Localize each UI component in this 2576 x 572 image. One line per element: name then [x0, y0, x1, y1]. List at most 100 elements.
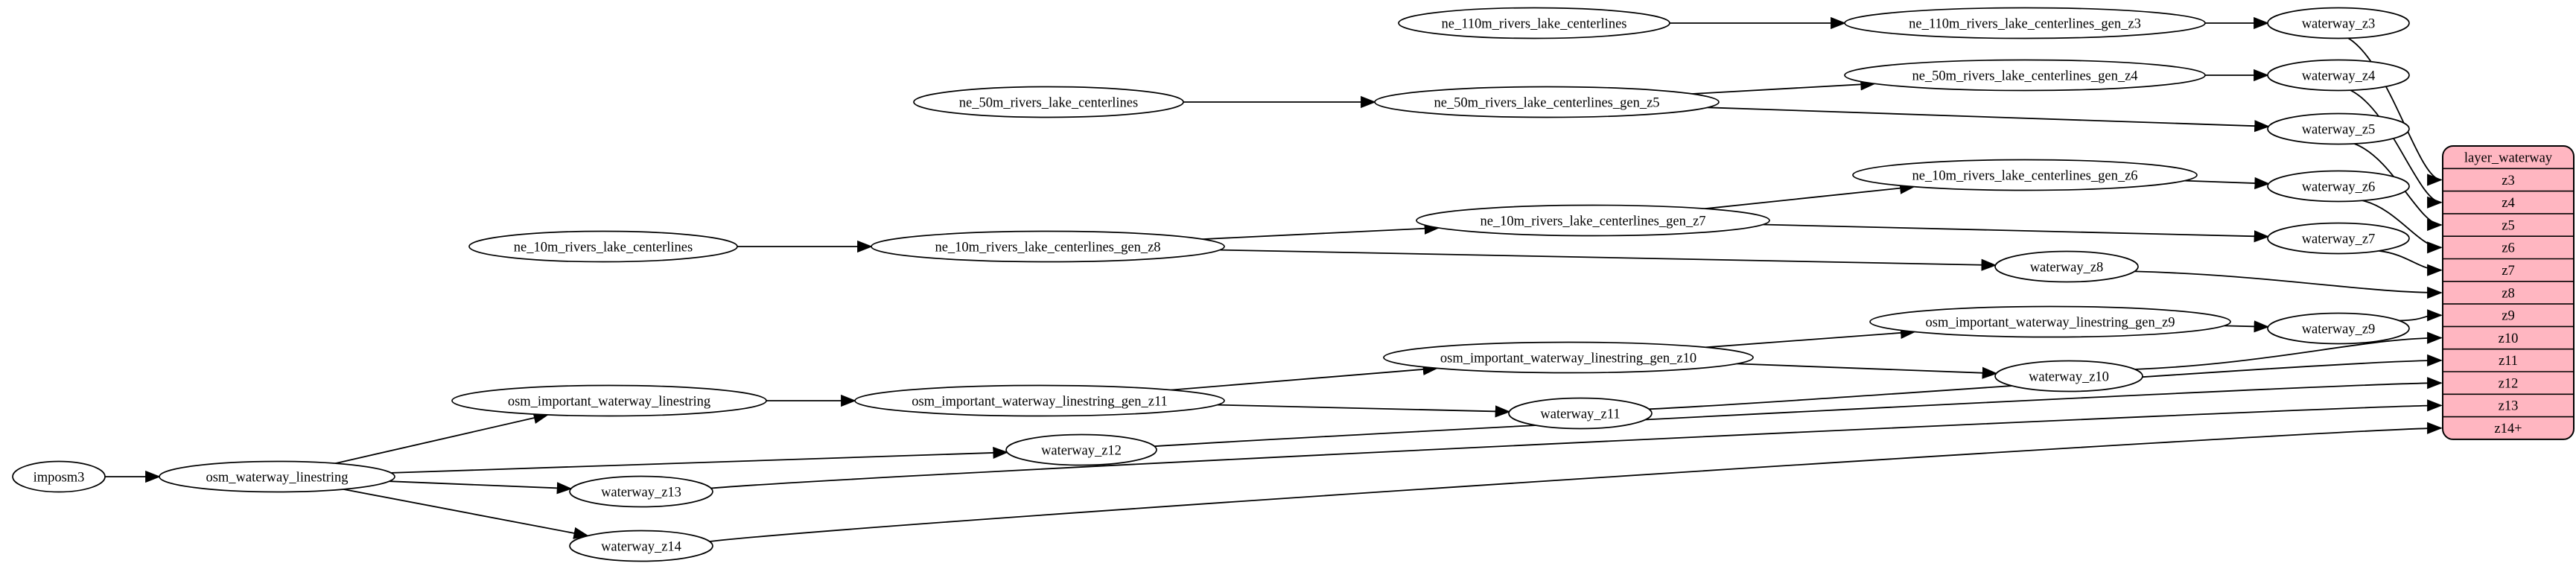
node-label-ne-10m-rivers-lake-centerlines-gen-z7: ne_10m_rivers_lake_centerlines_gen_z7	[1480, 214, 1705, 229]
edge-waterway-z3-to-layer-waterway-z3	[2347, 37, 2443, 186]
edge-waterway-z4-to-layer-waterway-z4	[2350, 89, 2443, 209]
node-label-ne-110m-rivers-lake-centerlines: ne_110m_rivers_lake_centerlines	[1442, 16, 1627, 31]
node-waterway-z14: waterway_z14	[569, 530, 713, 562]
node-label-ne-10m-rivers-lake-centerlines: ne_10m_rivers_lake_centerlines	[514, 240, 693, 255]
edge-ne-50m-rivers-lake-centerlines-gen-z5-to-ne-50m-rivers-lake-centerlines-gen-z4	[1692, 78, 1876, 95]
node-waterway-z6: waterway_z6	[2267, 170, 2410, 203]
node-osm-important-waterway-linestring: osm_important_waterway_linestring	[451, 384, 767, 417]
edge-ne-10m-rivers-lake-centerlines-gen-z7-to-ne-10m-rivers-lake-centerlines-gen-z6	[1705, 182, 1915, 210]
edge-waterway-z6-to-layer-waterway-z6	[2362, 200, 2443, 254]
record-row-z5: z5	[2502, 218, 2514, 233]
node-label-ne-10m-rivers-lake-centerlines-gen-z6: ne_10m_rivers_lake_centerlines_gen_z6	[1912, 168, 2137, 183]
edge-osm-waterway-linestring-to-waterway-z13	[389, 480, 573, 495]
node-waterway-z7: waterway_z7	[2267, 222, 2410, 255]
node-shape-waterway-z13	[569, 475, 713, 508]
edge-waterway-z14-to-layer-waterway-z14plus	[709, 422, 2443, 542]
node-shape-waterway-z9	[2267, 312, 2410, 345]
record-row-z4: z4	[2502, 196, 2514, 211]
node-shape-osm-important-waterway-linestring	[451, 384, 767, 417]
edge-osm-important-waterway-linestring-gen-z10-to-osm-important-waterway-linestring-gen-z9	[1705, 326, 1916, 349]
record-row-z6: z6	[2502, 241, 2514, 256]
node-osm-important-waterway-linestring-gen-z11: osm_important_waterway_linestring_gen_z1…	[854, 384, 1225, 417]
record-row-z9: z9	[2502, 309, 2514, 324]
node-waterway-z9: waterway_z9	[2267, 312, 2410, 345]
record-row-z7: z7	[2502, 264, 2514, 279]
node-label-waterway-z12: waterway_z12	[1041, 443, 1122, 458]
node-ne-50m-rivers-lake-centerlines-gen-z5: ne_50m_rivers_lake_centerlines_gen_z5	[1374, 86, 1720, 118]
node-ne-50m-rivers-lake-centerlines-gen-z4: ne_50m_rivers_lake_centerlines_gen_z4	[1844, 59, 2206, 92]
node-ne-10m-rivers-lake-centerlines-gen-z7: ne_10m_rivers_lake_centerlines_gen_z7	[1416, 204, 1770, 237]
edge-waterway-z10-to-layer-waterway-z10	[2134, 331, 2443, 370]
node-shape-waterway-z14	[569, 530, 713, 562]
edge-osm-waterway-linestring-to-osm-important-waterway-linestring	[334, 412, 550, 465]
node-shape-ne-10m-rivers-lake-centerlines-gen-z6	[1852, 159, 2198, 191]
node-ne-10m-rivers-lake-centerlines: ne_10m_rivers_lake_centerlines	[468, 230, 738, 263]
node-ne-10m-rivers-lake-centerlines-gen-z6: ne_10m_rivers_lake_centerlines_gen_z6	[1852, 159, 2198, 191]
node-label-ne-10m-rivers-lake-centerlines-gen-z8: ne_10m_rivers_lake_centerlines_gen_z8	[935, 240, 1160, 255]
node-label-waterway-z4: waterway_z4	[2302, 69, 2376, 83]
node-label-waterway-z8: waterway_z8	[2030, 260, 2104, 275]
node-shape-waterway-z11	[1508, 397, 1653, 430]
edge-ne-10m-rivers-lake-centerlines-gen-z8-to-waterway-z8	[1220, 249, 1997, 271]
record-row-z12: z12	[2499, 376, 2519, 391]
node-waterway-z11: waterway_z11	[1508, 397, 1653, 430]
edge-osm-important-waterway-linestring-gen-z10-to-waterway-z10	[1737, 363, 1998, 379]
edge-osm-important-waterway-linestring-gen-z11-to-osm-important-waterway-linestring-gen-z10	[1171, 363, 1439, 391]
node-shape-osm-waterway-linestring	[159, 460, 395, 493]
node-imposm3: imposm3	[12, 460, 106, 493]
node-label-osm-important-waterway-linestring-gen-z11: osm_important_waterway_linestring_gen_z1…	[912, 394, 1168, 409]
edge-waterway-z12-to-layer-waterway-z12	[1154, 377, 2443, 448]
edge-ne-10m-rivers-lake-centerlines-gen-z8-to-ne-10m-rivers-lake-centerlines-gen-z7	[1202, 222, 1440, 240]
edge-waterway-z9-to-layer-waterway-z9	[2399, 309, 2443, 322]
node-osm-important-waterway-linestring-gen-z9: osm_important_waterway_linestring_gen_z9	[1869, 305, 2231, 338]
node-shape-waterway-z4	[2267, 59, 2410, 92]
node-shape-waterway-z3	[2267, 7, 2410, 39]
node-waterway-z13: waterway_z13	[569, 475, 713, 508]
node-osm-waterway-linestring: osm_waterway_linestring	[159, 460, 395, 493]
record-row-z3: z3	[2502, 174, 2514, 188]
edge-ne-10m-rivers-lake-centerlines-gen-z6-to-waterway-z6	[2184, 177, 2271, 190]
edge-ne-50m-rivers-lake-centerlines-gen-z5-to-waterway-z5	[1707, 107, 2270, 133]
edge-osm-waterway-linestring-to-waterway-z12	[390, 446, 1009, 474]
node-label-ne-50m-rivers-lake-centerlines: ne_50m_rivers_lake_centerlines	[959, 95, 1138, 110]
record-outline	[2442, 145, 2575, 440]
node-waterway-z3: waterway_z3	[2267, 7, 2410, 39]
edges-layer	[105, 16, 2443, 542]
node-shape-ne-110m-rivers-lake-centerlines-gen-z3	[1844, 7, 2206, 39]
node-waterway-z12: waterway_z12	[1005, 433, 1157, 466]
node-label-ne-50m-rivers-lake-centerlines-gen-z5: ne_50m_rivers_lake_centerlines_gen_z5	[1434, 95, 1659, 110]
node-waterway-z4: waterway_z4	[2267, 59, 2410, 92]
record-row-z8: z8	[2502, 286, 2514, 301]
node-waterway-z8: waterway_z8	[1994, 250, 2139, 283]
node-label-waterway-z13: waterway_z13	[601, 485, 681, 500]
edge-waterway-z8-to-layer-waterway-z8	[2134, 270, 2443, 299]
edge-waterway-z7-to-layer-waterway-z7	[2379, 250, 2443, 276]
node-ne-10m-rivers-lake-centerlines-gen-z8: ne_10m_rivers_lake_centerlines_gen_z8	[871, 230, 1225, 263]
node-waterway-z10: waterway_z10	[1994, 360, 2143, 393]
node-waterway-z5: waterway_z5	[2267, 112, 2410, 145]
node-label-waterway-z7: waterway_z7	[2302, 232, 2376, 247]
node-label-waterway-z10: waterway_z10	[2029, 369, 2109, 384]
node-shape-ne-50m-rivers-lake-centerlines-gen-z5	[1374, 86, 1720, 118]
node-shape-ne-50m-rivers-lake-centerlines	[913, 86, 1184, 118]
node-label-ne-110m-rivers-lake-centerlines-gen-z3: ne_110m_rivers_lake_centerlines_gen_z3	[1909, 16, 2141, 31]
edge-waterway-z13-to-layer-waterway-z13	[710, 399, 2443, 489]
record-layer: layer_waterwayz3z4z5z6z7z8z9z10z11z12z13…	[2442, 145, 2575, 440]
node-label-waterway-z11: waterway_z11	[1540, 407, 1620, 422]
node-shape-osm-important-waterway-linestring-gen-z9	[1869, 305, 2231, 338]
record-row-z14plus: z14+	[2494, 422, 2522, 436]
node-label-waterway-z3: waterway_z3	[2302, 16, 2376, 31]
node-shape-waterway-z10	[1994, 360, 2143, 393]
node-shape-osm-important-waterway-linestring-gen-z11	[854, 384, 1225, 417]
node-label-waterway-z6: waterway_z6	[2302, 179, 2376, 194]
node-shape-waterway-z12	[1005, 433, 1157, 466]
node-shape-osm-important-waterway-linestring-gen-z10	[1383, 341, 1754, 374]
node-label-osm-important-waterway-linestring: osm_important_waterway_linestring	[508, 394, 710, 409]
record-row-z10: z10	[2499, 331, 2519, 346]
nodes-layer: imposm3 osm_waterway_linestring osm_import…	[12, 7, 2410, 562]
node-label-osm-important-waterway-linestring-gen-z10: osm_important_waterway_linestring_gen_z1…	[1440, 351, 1696, 366]
node-label-waterway-z5: waterway_z5	[2302, 122, 2376, 137]
node-label-imposm3: imposm3	[34, 470, 85, 485]
